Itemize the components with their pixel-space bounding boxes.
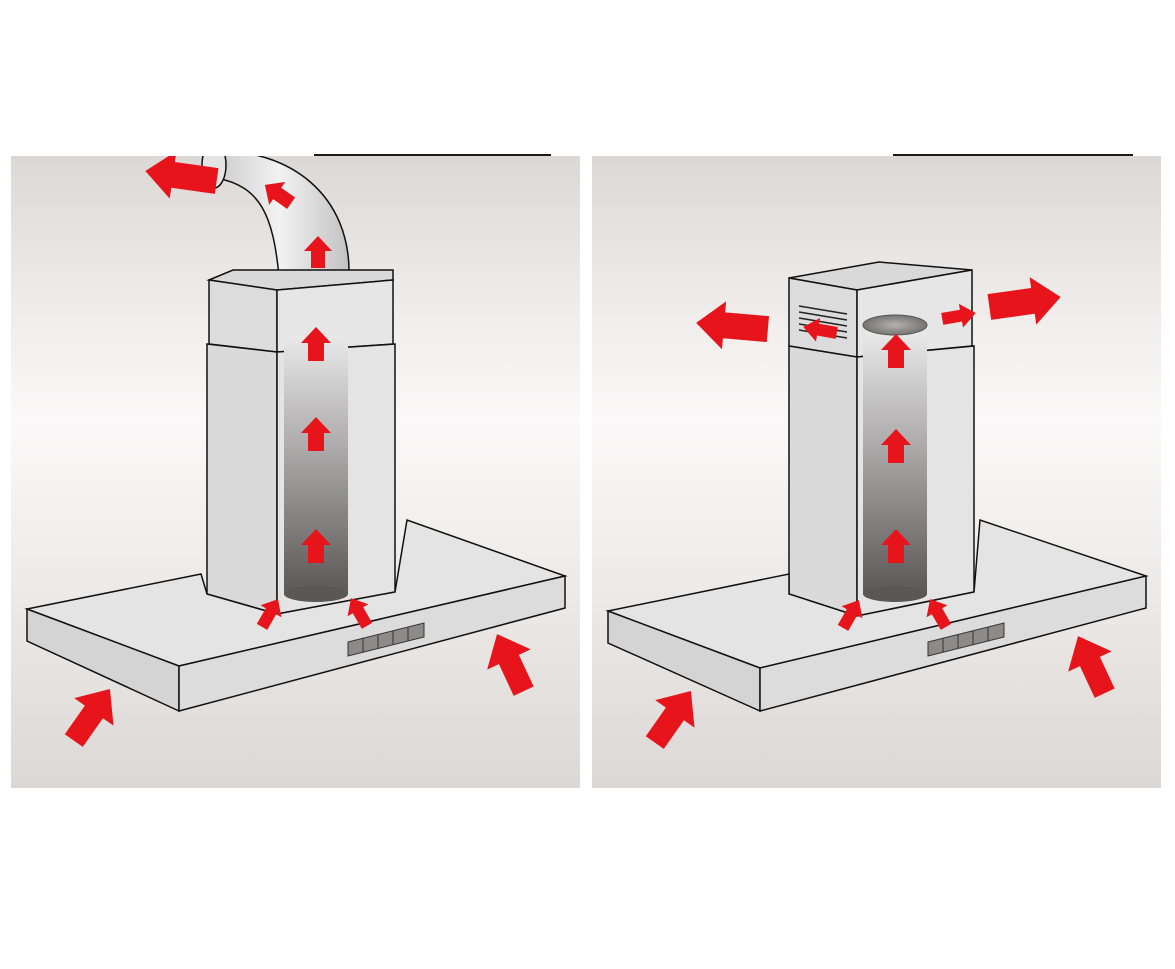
arrow-intake-flue-left [256, 599, 282, 630]
arrow-flue-up-2 [301, 417, 331, 451]
control-panel [347, 622, 425, 657]
arrow-intake-flue-right [347, 598, 373, 629]
arrow-flue-up-2 [881, 429, 911, 463]
arrow-duct-2 [264, 181, 296, 209]
arrow-intake-front-right [487, 634, 534, 696]
arrow-intake-front-right [1068, 636, 1115, 698]
arrow-exhaust-out [145, 156, 219, 199]
arrow-flue-up-3 [881, 334, 911, 368]
arrow-duct-1 [304, 236, 332, 268]
carbon-filter [862, 314, 928, 336]
ceiling-line-right [893, 154, 1133, 157]
arrow-vent-inner-right [941, 303, 976, 328]
arrow-intake-front-left [645, 690, 695, 749]
panel-ducted-extraction [11, 156, 580, 788]
ceiling-line-left [314, 154, 551, 157]
arrow-flue-up-1 [301, 529, 331, 563]
control-panel [927, 622, 1005, 657]
arrow-vent-inner-left [803, 317, 838, 342]
arrow-flue-up-1 [881, 529, 911, 563]
airflow-arrows [64, 156, 534, 747]
arrow-flue-up-3 [301, 327, 331, 361]
arrow-intake-flue-right [926, 599, 952, 630]
arrow-out-right [987, 277, 1061, 325]
arrow-intake-flue-left [837, 600, 863, 631]
panel-recirculation [592, 156, 1161, 788]
arrow-out-left [696, 301, 769, 350]
airflow-arrows [645, 277, 1115, 749]
arrow-intake-front-left [64, 688, 114, 747]
